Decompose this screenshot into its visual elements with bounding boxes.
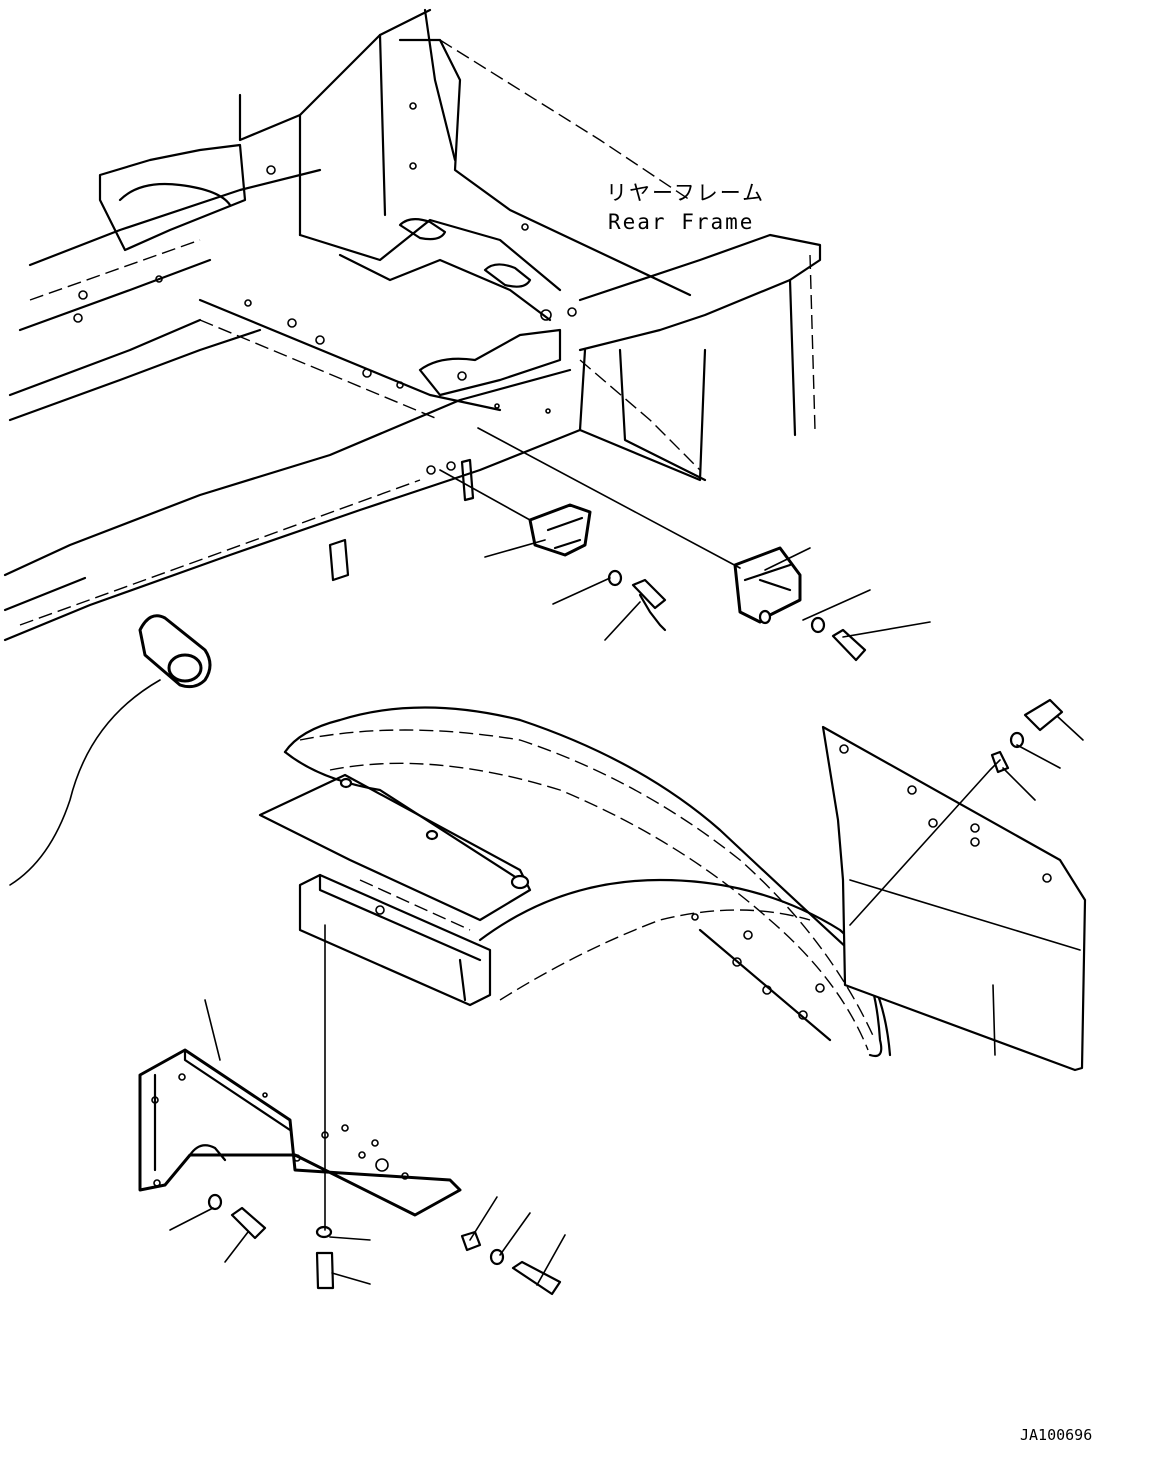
bolt-5 [511, 1260, 562, 1296]
drawing-code: JA100696 [1020, 1426, 1092, 1444]
callout-label-jp: リヤーフレーム [606, 181, 765, 205]
stay-bracket-small [528, 503, 592, 557]
leader-lines [169, 539, 1084, 1286]
washer-4 [315, 1225, 333, 1239]
rubber-cushion [138, 614, 212, 689]
callout-label-en: Rear Frame [608, 210, 754, 234]
bolt-2 [831, 628, 867, 662]
stay-bracket-large [733, 546, 802, 625]
fender-bracket [138, 1048, 462, 1217]
flap-washer [1009, 731, 1025, 749]
flap-bolt [1023, 698, 1064, 732]
bolt-1 [631, 578, 667, 632]
flap-nut [990, 750, 1010, 774]
mud-flap [821, 725, 1087, 1072]
fender [258, 706, 892, 1058]
washer-3 [207, 1193, 223, 1211]
reference-outline [9, 679, 161, 886]
washer-5 [489, 1248, 505, 1266]
washer-2 [810, 616, 826, 634]
assembly-lines [324, 427, 1001, 1231]
spacer-collar [460, 1230, 482, 1252]
bolt-4 [315, 1251, 335, 1290]
rear-frame [3, 8, 822, 642]
bolt-3 [230, 1206, 267, 1240]
